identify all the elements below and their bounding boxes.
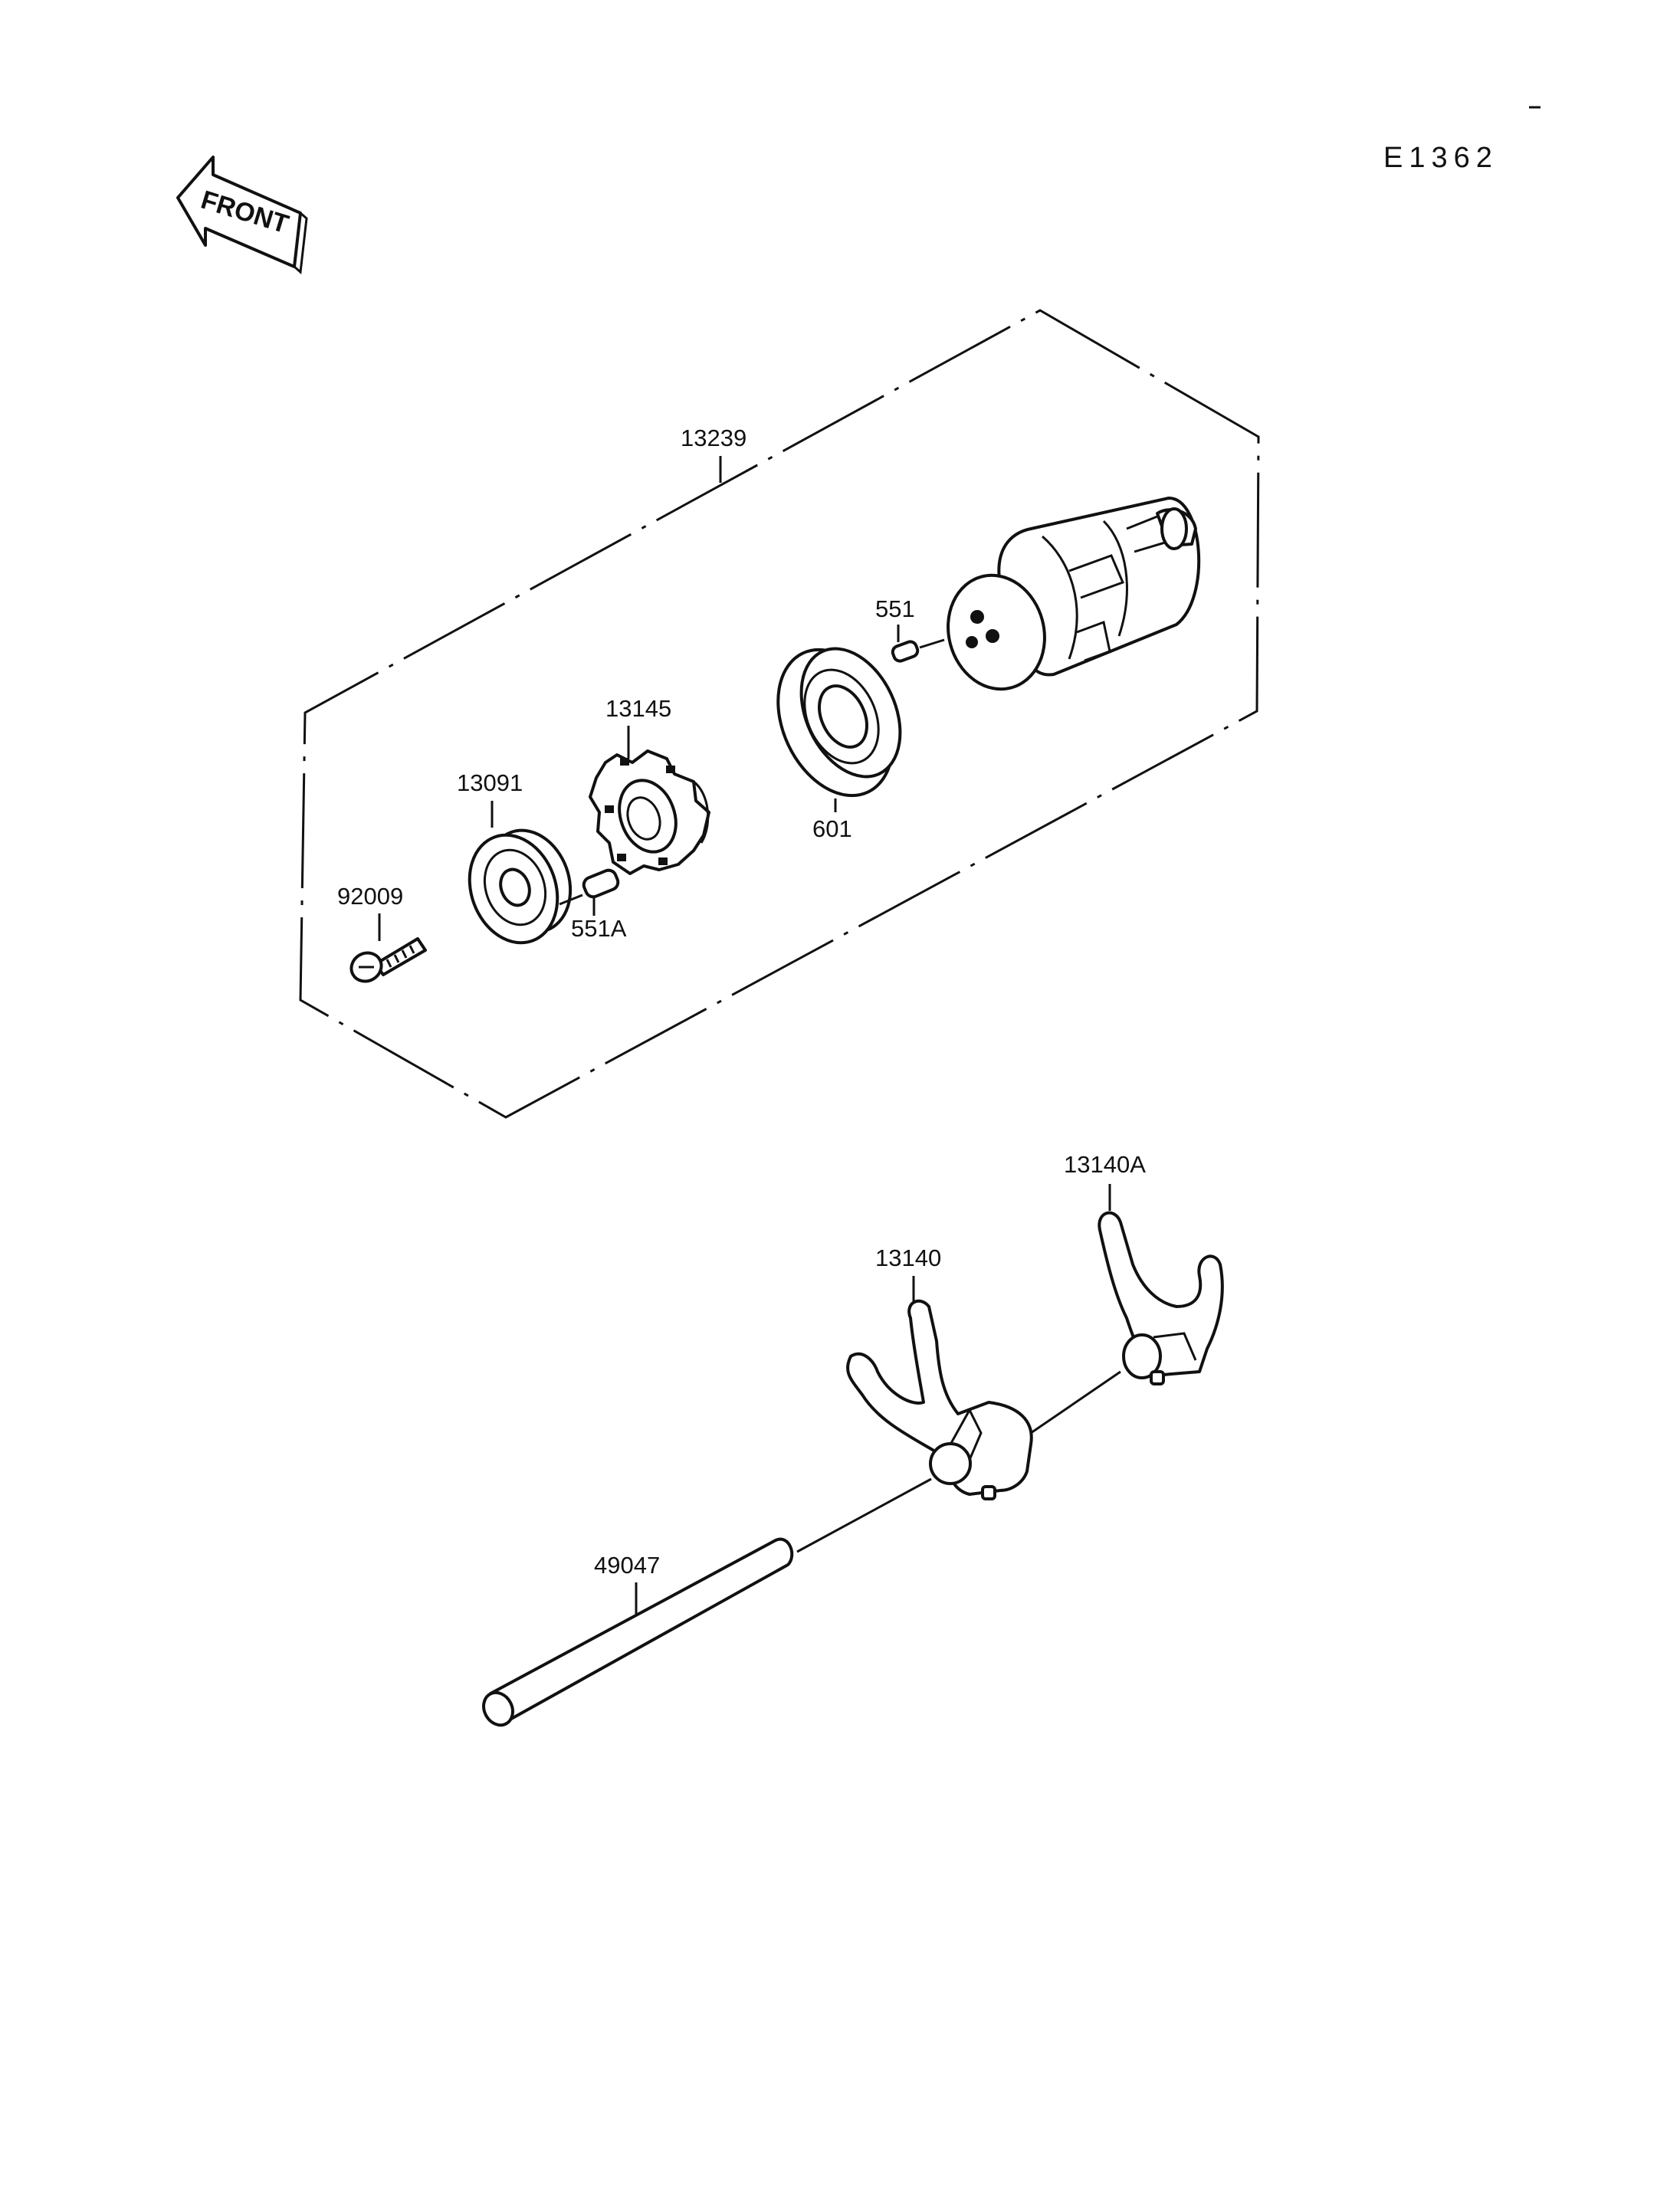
shift-fork-13140 [846,1299,1033,1500]
front-arrow-icon: FRONT [176,156,308,275]
label-49047: 49047 [594,1552,660,1579]
label-13140: 13140 [875,1244,941,1271]
shift-drum [947,497,1201,691]
label-13239: 13239 [681,425,746,451]
label-13145: 13145 [605,695,671,722]
pin-551a [559,868,620,906]
label-551: 551 [875,595,915,622]
label-551a: 551A [571,915,627,942]
shift-rod-49047 [482,1537,794,1727]
screw-92009 [349,937,427,983]
shaft-axis-line-2 [1030,1370,1121,1435]
label-13091: 13091 [457,769,523,796]
bearing-601 [776,647,902,798]
label-13140a: 13140A [1064,1151,1146,1178]
shift-fork-13140a [1098,1211,1224,1385]
assembly-13239-boundary [299,309,1260,1119]
shaft-axis-line [796,1477,932,1553]
plate-13091 [468,828,573,945]
label-92009: 92009 [337,883,403,910]
diagram-code: E1362 [1383,142,1498,174]
drum-cam-13145 [589,749,710,875]
pin-551 [891,638,945,663]
label-601: 601 [812,815,852,842]
